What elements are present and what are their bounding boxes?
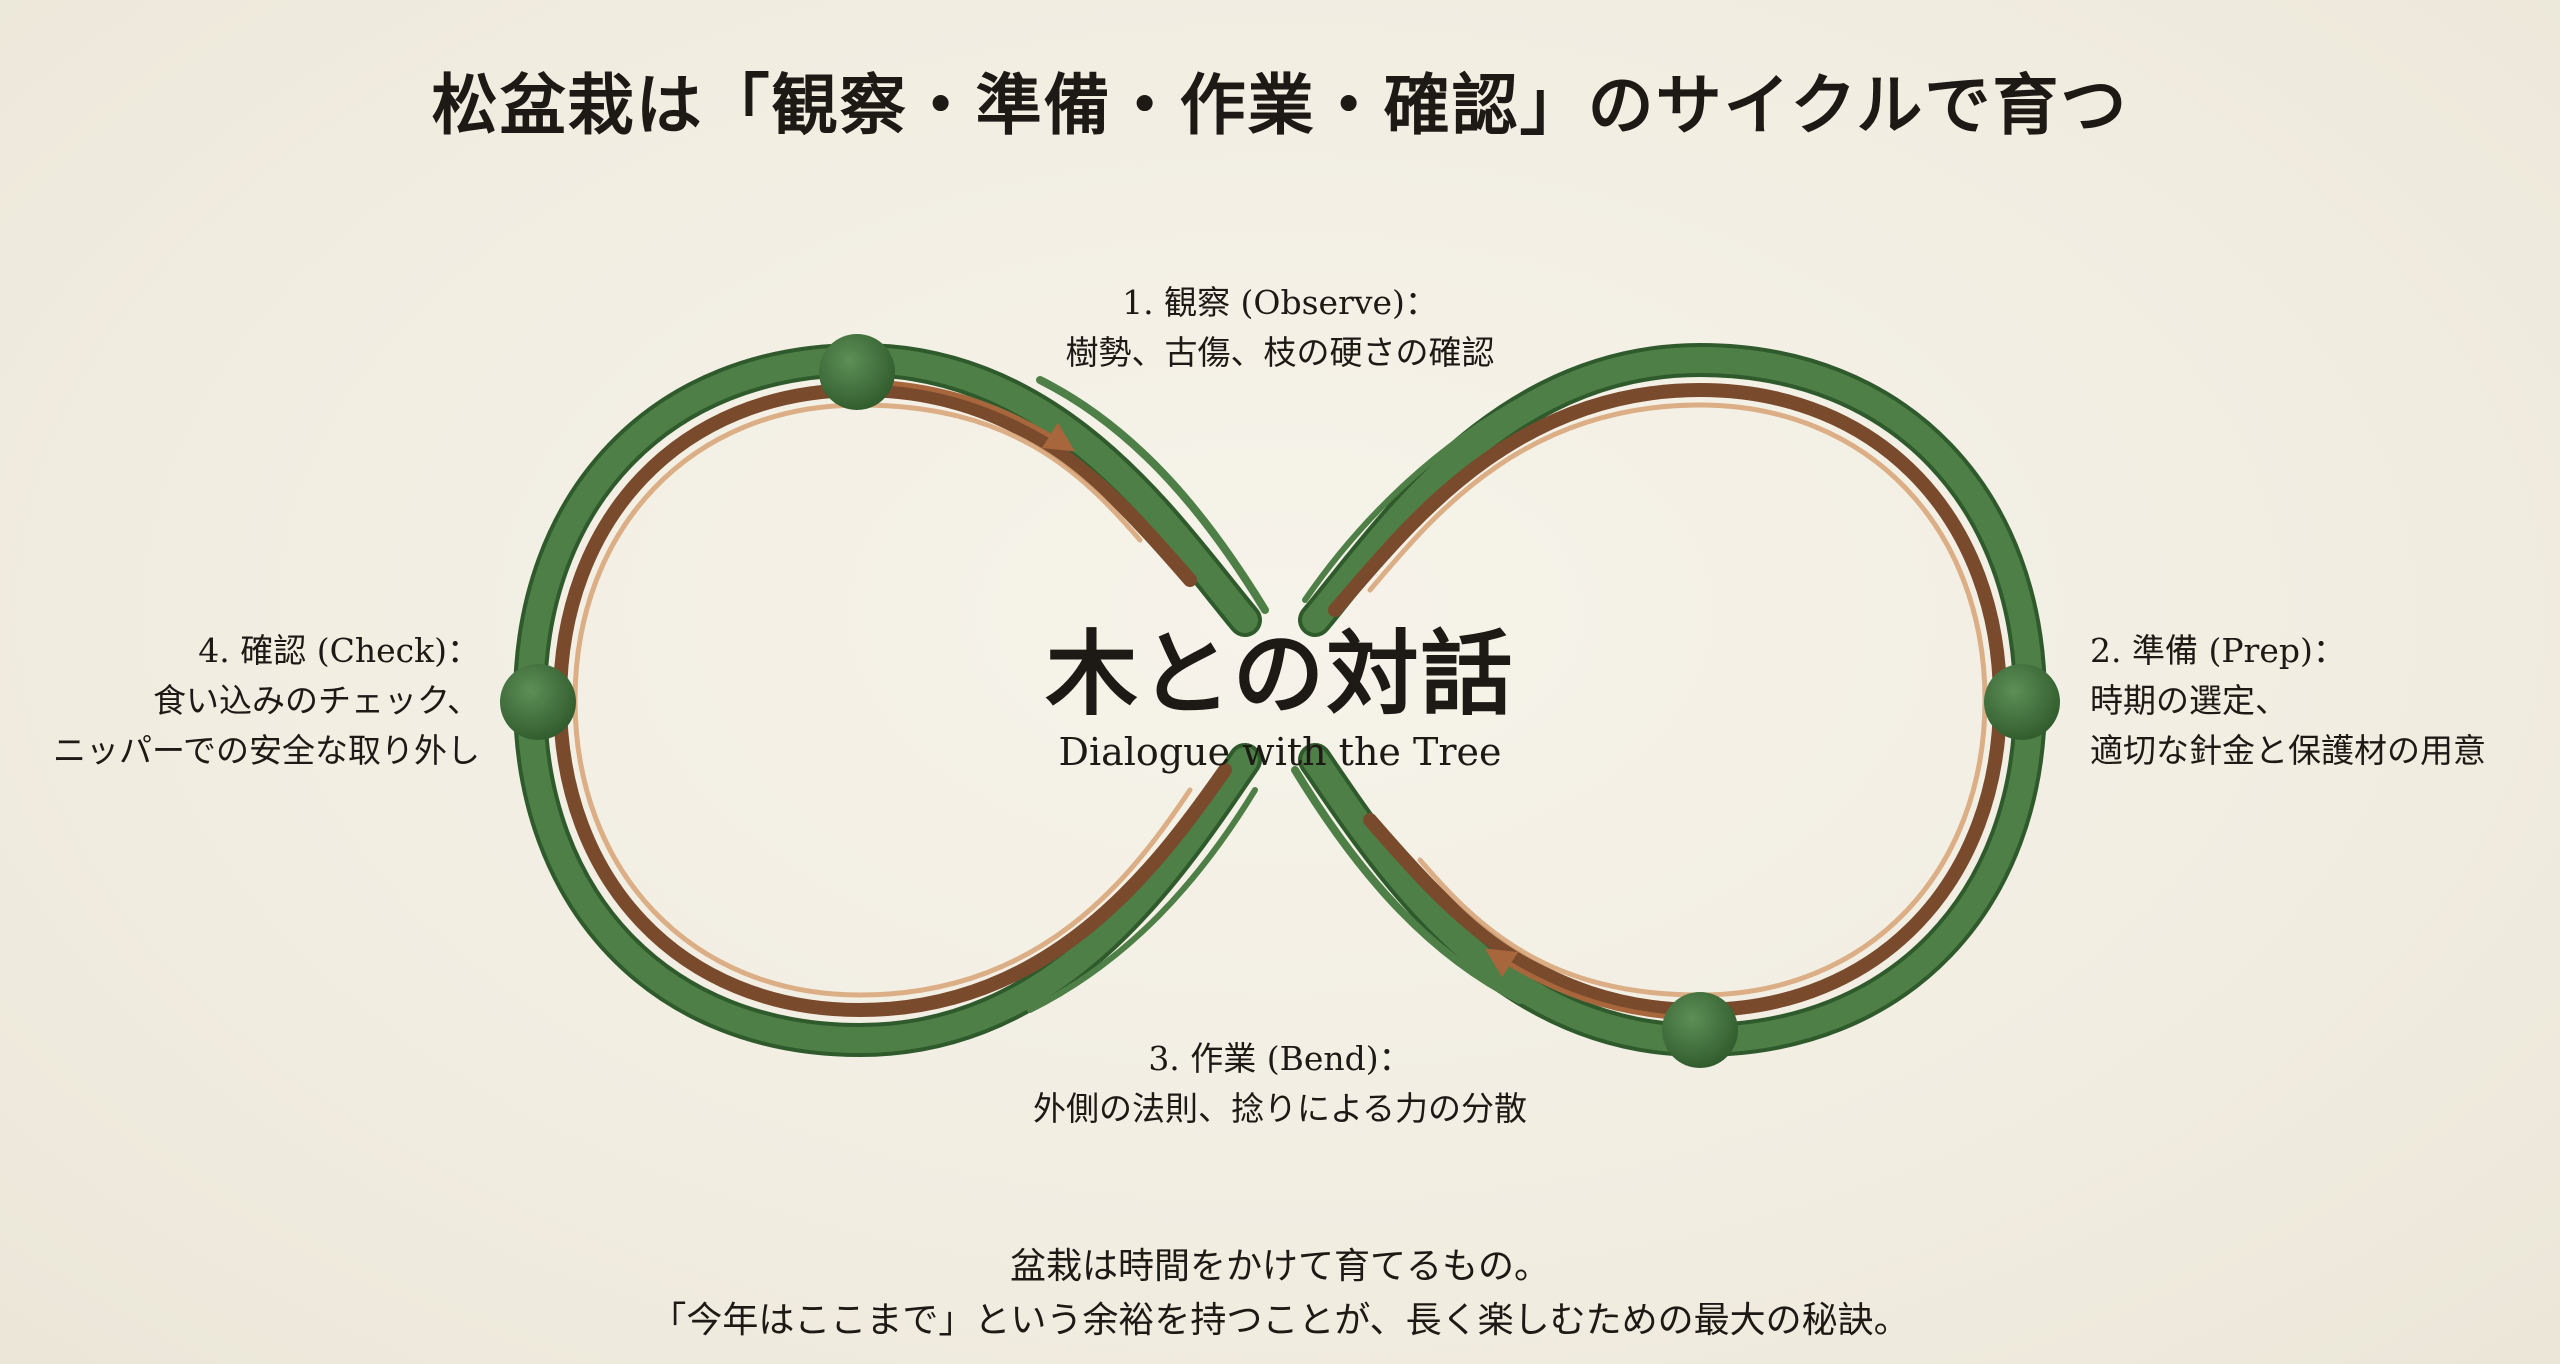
center-subtitle: Dialogue with the Tree [1058,730,1502,774]
node-observe [819,334,895,410]
footer-line-2: 「今年はここまで」という余裕を持つことが、長く楽しむための最大の秘訣。 [650,1300,1910,1341]
step-bend: 3. 作業 (Bend)： 外側の法則、捻りによる力の分散 [930,1034,1630,1134]
crossing-strokes [1027,376,1543,1013]
page-title: 松盆栽は「観察・準備・作業・確認」のサイクルで育つ [431,66,2129,144]
node-prep [1984,664,2060,740]
step-bend-line-1: 外側の法則、捻りによる力の分散 [1032,1089,1527,1128]
step-check: 4. 確認 (Check)： 食い込みのチェック、 ニッパーでの安全な取り外し [20,626,480,776]
step-check-line-1: 食い込みのチェック、 [152,681,480,720]
step-check-heading: 4. 確認 (Check)： [198,631,480,670]
step-observe: 1. 観察 (Observe)： 樹勢、古傷、枝の硬さの確認 [980,278,1580,378]
step-prep-line-1: 時期の選定、 [2090,681,2288,720]
node-bend [1662,992,1738,1068]
step-bend-heading: 3. 作業 (Bend)： [1148,1039,1412,1078]
footer-note: 盆栽は時間をかけて育てるもの。 「今年はここまで」という余裕を持つことが、長く楽… [0,1240,2560,1348]
node-check [500,664,576,740]
center-title: 木との対話 [1045,620,1515,728]
step-observe-heading: 1. 観察 (Observe)： [1122,283,1438,322]
step-prep: 2. 準備 (Prep)： 時期の選定、 適切な針金と保護材の用意 [2090,626,2530,776]
step-check-line-2: ニッパーでの安全な取り外し [52,731,480,770]
step-observe-line-1: 樹勢、古傷、枝の硬さの確認 [1065,333,1495,372]
arrow-observe-to-prep [867,379,1076,452]
footer-line-1: 盆栽は時間をかけて育てるもの。 [1009,1246,1550,1287]
step-prep-heading: 2. 準備 (Prep)： [2090,631,2346,670]
arrow-bend-to-check [1484,948,1693,1021]
step-prep-line-2: 適切な針金と保護材の用意 [2090,731,2486,770]
